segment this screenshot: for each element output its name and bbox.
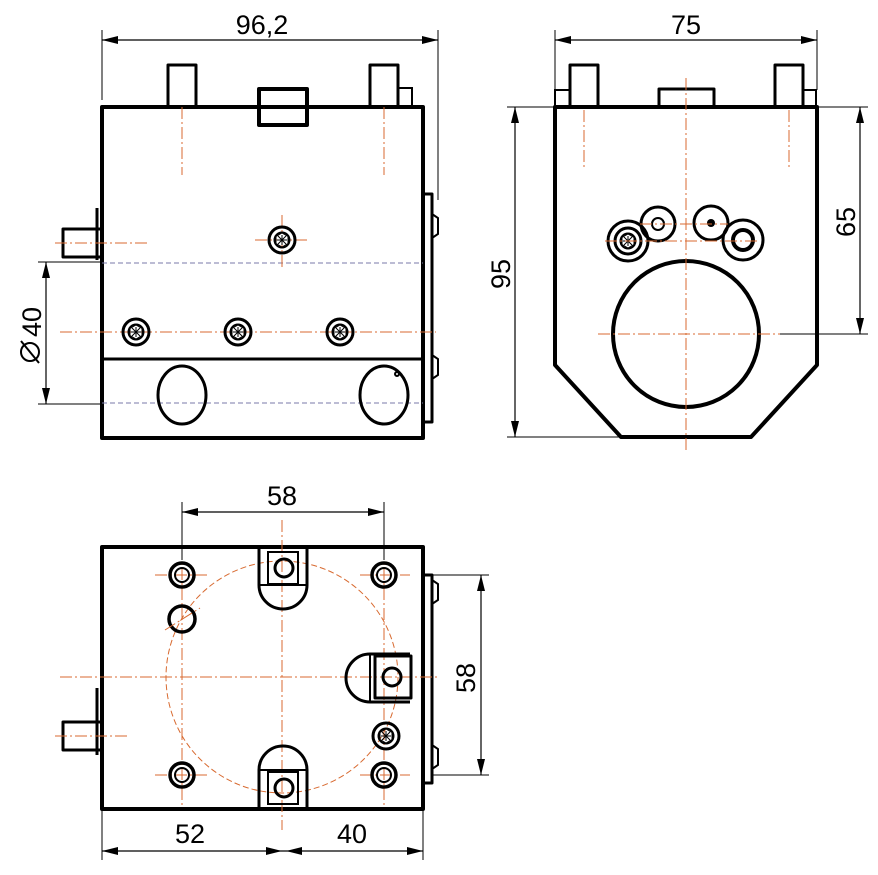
front-width-dimension: 96,2 (236, 10, 289, 40)
front-view: 96,2 40 (17, 10, 439, 440)
diameter-symbol-icon (20, 340, 40, 364)
top-hole-spacing-x-dimension: 58 (267, 481, 297, 511)
side-bore-height-dimension: 65 (831, 207, 861, 237)
top-right-offset-dimension: 40 (337, 819, 367, 849)
side-height-dimension: 95 (486, 259, 516, 289)
front-bore-diameter-dimension: 40 (17, 307, 47, 337)
top-hole-spacing-y-dimension: 58 (451, 663, 481, 693)
side-view: 75 95 65 (486, 10, 868, 450)
side-width-dimension: 75 (671, 10, 701, 40)
top-left-offset-dimension: 52 (175, 819, 205, 849)
top-view: 58 58 52 40 (55, 481, 489, 860)
